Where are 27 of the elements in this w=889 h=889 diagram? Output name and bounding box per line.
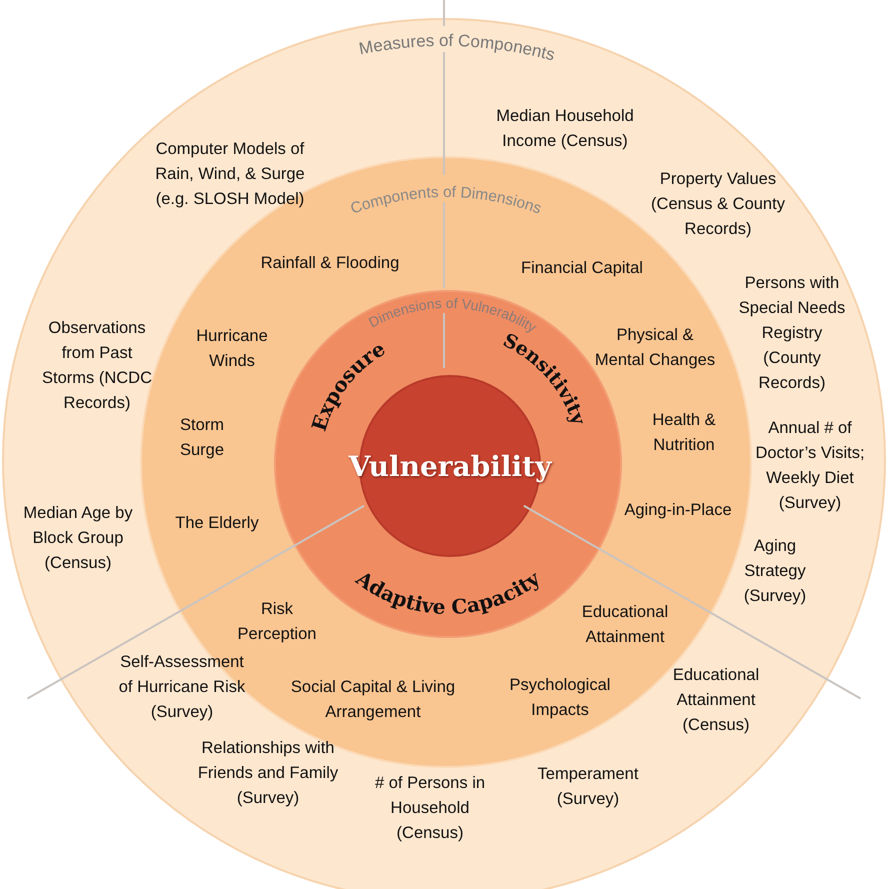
component-label: Financial Capital [520,258,644,279]
measure-label: Self-Assessment of Hurricane Risk (Survey) [118,652,246,723]
component-label: Risk Perception [236,599,318,645]
measure-label: Educational Attainment (Census) [672,665,760,736]
ring-title: Measures of Components [357,31,557,64]
component-label: Storm Surge [178,415,226,461]
component-label: Physical & Mental Changes [594,325,716,371]
component-label: Aging-in-Place [623,500,733,521]
measure-label: Relationships with Friends and Family (Survey) [196,738,340,809]
measure-label: Median Age by Block Group (Census) [22,503,134,574]
component-label: Rainfall & Flooding [260,253,400,274]
measure-label: Property Values (Census & County Records) [650,169,786,240]
component-label: The Elderly [174,513,260,534]
component-label: Psychological Impacts [508,675,612,721]
component-label: Health & Nutrition [651,410,717,456]
center-title: Vulnerability [348,450,552,482]
component-label: Social Capital & Living Arrangement [290,677,456,723]
measure-label: Persons with Special Needs Registry (County Records) [738,273,846,394]
measure-label: # of Persons in Household (Census) [374,773,486,844]
component-label: Educational Attainment [580,602,670,648]
measure-label: Aging Strategy (Survey) [742,536,808,607]
measure-label: Median Household Income (Census) [495,106,635,152]
measure-label: Computer Models of Rain, Wind, & Surge (e.g. SLOSH Model) [154,139,306,210]
component-label: Hurricane Winds [195,326,269,372]
measure-label: Temperament (Survey) [536,764,640,810]
measure-label: Annual # of Doctor’s Visits; Weekly Diet (Survey) [754,418,866,514]
measure-label: Observations from Past Storms (NCDC Records) [41,318,153,414]
